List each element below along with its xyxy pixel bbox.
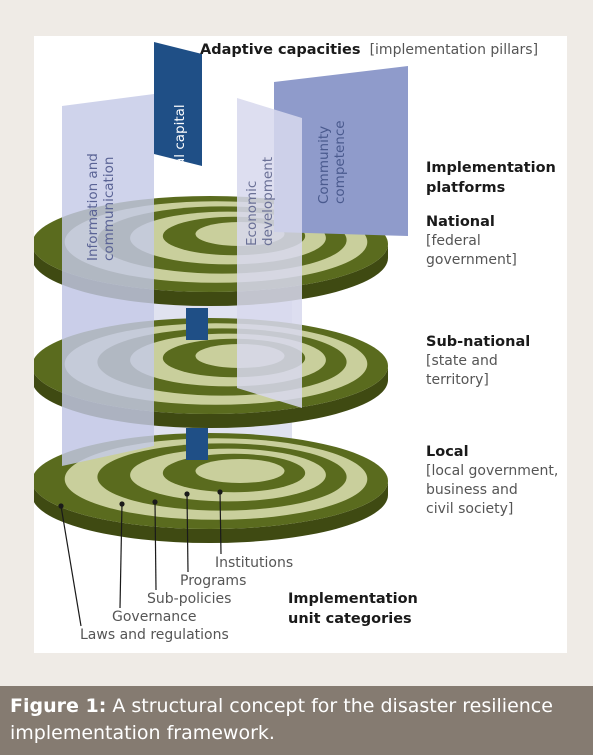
leader-laws xyxy=(60,505,82,627)
pillar-social-capital xyxy=(154,42,202,166)
unit-categories-heading: Implementation unit categories xyxy=(288,591,423,627)
figure-panel: Information and communication Social cap… xyxy=(32,36,567,653)
pillar-community-competence xyxy=(274,66,408,236)
pillar-social-capital-stub-1 xyxy=(186,308,208,340)
pillar-social-capital-stub-2 xyxy=(186,428,208,460)
pillar-label-social-capital: Social capital xyxy=(172,104,188,194)
unit-governance: Governance xyxy=(112,609,196,625)
framework-diagram: Information and communication Social cap… xyxy=(32,39,563,643)
dot-governance xyxy=(119,501,125,507)
leader-governance xyxy=(119,503,123,609)
dot-sub-policies xyxy=(152,499,158,505)
level-national: National [federal government] xyxy=(426,211,517,268)
pillar-economic-development xyxy=(237,98,302,408)
pillar-label-community: Community competence xyxy=(316,120,348,204)
unit-institutions: Institutions xyxy=(215,555,293,571)
pillar-label-information: Information and communication xyxy=(85,149,117,261)
adaptive-capacities-title: Adaptive capacities [implementation pill… xyxy=(200,39,538,58)
platforms-heading: Implementation platforms xyxy=(426,160,561,196)
pillar-label-economic: Economic development xyxy=(244,157,276,246)
dot-programs xyxy=(184,491,190,497)
disc-ring xyxy=(195,459,285,483)
unit-sub-policies: Sub-policies xyxy=(147,591,231,607)
unit-leader-lines xyxy=(60,491,222,627)
caption-body: A structural concept for the disaster re… xyxy=(10,695,553,744)
level-sub-national: Sub-national [state and territory] xyxy=(426,331,535,388)
dot-institutions xyxy=(217,489,223,495)
leader-sub-policies xyxy=(154,501,157,591)
caption-label: Figure 1: xyxy=(10,695,107,717)
level-local: Local [local government, business and ci… xyxy=(426,441,563,517)
unit-programs: Programs xyxy=(180,573,246,589)
leader-institutions xyxy=(219,491,222,555)
figure-caption: Figure 1: A structural concept for the d… xyxy=(0,686,593,755)
unit-laws: Laws and regulations xyxy=(80,627,229,643)
dot-laws xyxy=(58,503,64,509)
pillar-information-communication xyxy=(62,94,154,466)
caption-text: Figure 1: A structural concept for the d… xyxy=(0,686,570,747)
leader-programs xyxy=(186,493,189,573)
